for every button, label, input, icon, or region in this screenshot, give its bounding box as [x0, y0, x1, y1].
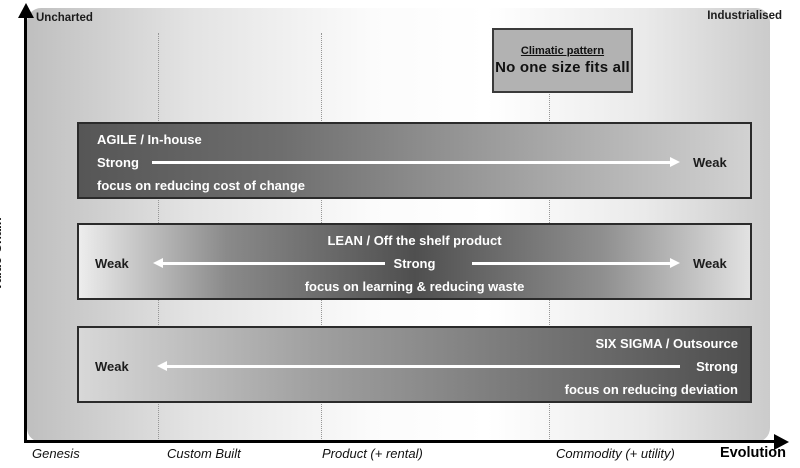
- agile-title: AGILE / In-house: [97, 132, 202, 147]
- lean-arrow-right-line: [472, 262, 670, 265]
- lean-arrow-left-line: [163, 262, 385, 265]
- y-axis-arrow-icon: [18, 3, 34, 18]
- industrialised-label: Industrialised: [707, 10, 782, 22]
- y-axis-line: [24, 16, 27, 443]
- six-sigma-arrow-left-icon: [157, 361, 167, 371]
- stage-label-commodity: Commodity (+ utility): [556, 446, 675, 461]
- agile-focus-label: focus on reducing cost of change: [97, 178, 306, 193]
- lean-arrow-left-icon: [153, 258, 163, 268]
- stage-label-custom-built: Custom Built: [167, 446, 241, 461]
- climatic-pattern-title: Climatic pattern: [520, 45, 605, 57]
- lean-weak-right-label: Weak: [693, 256, 727, 271]
- uncharted-label: Uncharted: [36, 12, 93, 24]
- lean-bar: LEAN / Off the shelf product Weak Strong…: [77, 223, 752, 300]
- lean-title: LEAN / Off the shelf product: [327, 233, 502, 248]
- stage-label-product: Product (+ rental): [322, 446, 423, 461]
- lean-arrow-right-icon: [670, 258, 680, 268]
- y-axis-top-label: Visible: [0, 2, 3, 35]
- x-axis-title: Evolution: [719, 445, 786, 461]
- six-sigma-strong-label: Strong: [696, 359, 738, 374]
- climatic-pattern-text: No one size fits all: [495, 59, 630, 76]
- y-axis-bottom-label: Invisible: [0, 398, 3, 439]
- x-axis-line: [24, 440, 776, 443]
- agile-weak-label: Weak: [693, 155, 727, 170]
- lean-weak-left-label: Weak: [95, 256, 129, 271]
- lean-focus-label: focus on learning & reducing waste: [304, 279, 525, 294]
- agile-arrow-line: [152, 161, 670, 164]
- agile-bar: AGILE / In-house Strong Weak focus on re…: [77, 122, 752, 199]
- six-sigma-weak-label: Weak: [95, 359, 129, 374]
- x-axis-arrow-icon: [774, 434, 789, 450]
- stage-label-genesis: Genesis: [32, 446, 80, 461]
- agile-arrow-right-icon: [670, 157, 680, 167]
- y-axis-title: Value Chain: [0, 217, 4, 291]
- six-sigma-arrow-line: [167, 365, 680, 368]
- lean-strong-label: Strong: [393, 256, 436, 271]
- six-sigma-title: SIX SIGMA / Outsource: [595, 336, 738, 351]
- six-sigma-focus-label: focus on reducing deviation: [564, 382, 738, 397]
- agile-strong-label: Strong: [97, 155, 139, 170]
- six-sigma-bar: SIX SIGMA / Outsource Weak Strong focus …: [77, 326, 752, 403]
- climatic-pattern-box: Climatic pattern No one size fits all: [492, 28, 633, 93]
